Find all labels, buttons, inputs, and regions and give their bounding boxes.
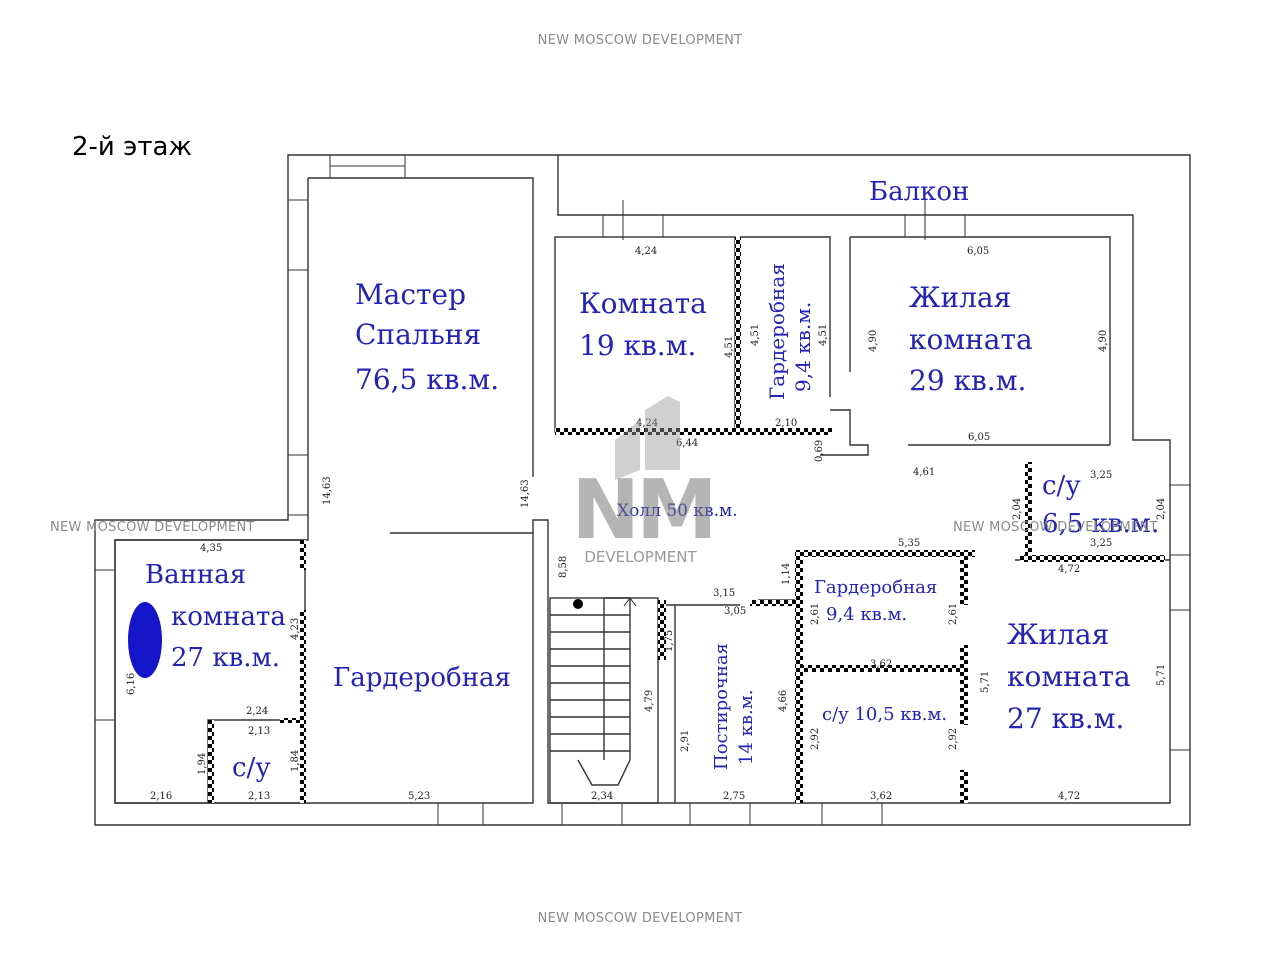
dim-label: 5,23 <box>408 791 430 802</box>
dim-label: 1,75 <box>664 630 675 652</box>
hall-label: Холл 50 кв.м. <box>617 501 738 521</box>
master-label-2: Спальня <box>355 318 481 351</box>
dim-label: 4,72 <box>1058 564 1080 575</box>
laundry-label-1: Постирочная <box>711 643 732 770</box>
living27-label-2: комната <box>1007 660 1131 693</box>
bath-label-3: 27 кв.м. <box>171 643 280 673</box>
master-label-3: 76,5 кв.м. <box>355 363 499 396</box>
dim-label: 3,62 <box>870 659 892 670</box>
living29-label-2: комната <box>909 323 1033 356</box>
dim-label: 3,25 <box>1090 538 1112 549</box>
dim-label: 6,16 <box>126 673 137 695</box>
master-label-1: Мастер <box>355 278 466 311</box>
dimension-labels: 4,24 4,51 4,51 4,51 6,05 4,90 4,90 6,05 … <box>126 246 1167 802</box>
dim-label: 2,61 <box>948 603 959 625</box>
outer-wall <box>94 154 1191 826</box>
living27-label-3: 27 кв.м. <box>1007 702 1124 735</box>
dim-label: 2,16 <box>150 791 172 802</box>
wardrobe-big-label: Гардеробная <box>333 663 511 693</box>
floor-label: 2-й этаж <box>72 132 192 162</box>
living29-label-1: Жилая <box>909 281 1011 314</box>
dim-label: 2,92 <box>948 728 959 750</box>
windows <box>94 154 1191 826</box>
room-labels: Мастер Спальня 76,5 кв.м. Комната 19 кв.… <box>145 177 1159 783</box>
dim-label: 1,94 <box>197 753 208 775</box>
watermark-left: NEW MOSCOW DEVELOPMENT <box>50 520 255 535</box>
dim-label: 2,61 <box>810 603 821 625</box>
dim-label: 2,13 <box>248 726 270 737</box>
logo-building-icon <box>615 396 680 480</box>
dim-label: 1,14 <box>781 563 792 585</box>
balcony-label: Балкон <box>869 177 969 207</box>
dim-label: 4,51 <box>750 324 761 346</box>
dim-label: 4,90 <box>1098 330 1109 352</box>
closet-mid-label-2: 9,4 кв.м. <box>826 604 907 625</box>
dim-label: 2,92 <box>810 728 821 750</box>
closet-top-label-2: 9,4 кв.м. <box>791 302 815 392</box>
dim-label: 2,24 <box>246 706 268 717</box>
dim-label: 4,90 <box>868 330 879 352</box>
wc-small-label: с/у <box>232 753 271 783</box>
stair-arrow-icon <box>623 597 637 612</box>
dim-label: 2,13 <box>248 791 270 802</box>
checkered-walls <box>208 237 1165 803</box>
dim-label: 14,63 <box>520 479 531 508</box>
dim-label: 4,35 <box>200 543 222 554</box>
wc65-label-1: с/у <box>1042 471 1081 501</box>
dim-label: 14,63 <box>322 476 333 505</box>
living27-label-1: Жилая <box>1007 618 1109 651</box>
dim-label: 2,75 <box>723 791 745 802</box>
dim-label: 4,66 <box>778 690 789 712</box>
bathtub-icon <box>128 602 162 678</box>
room19-label-2: 19 кв.м. <box>579 329 696 362</box>
dim-label: 8,58 <box>558 556 569 578</box>
dim-label: 4,72 <box>1058 791 1080 802</box>
laundry-label-2: 14 кв.м. <box>736 690 757 765</box>
staircase <box>549 597 659 804</box>
living29-label-3: 29 кв.м. <box>909 364 1026 397</box>
bath-label-1: Ванная <box>145 560 246 590</box>
closet-top-label-1: Гардеробная <box>765 263 789 400</box>
dim-label: 4,24 <box>635 246 657 257</box>
hall-jog <box>820 409 869 456</box>
dim-label: 4,23 <box>290 618 301 640</box>
dim-label: 2,10 <box>775 418 797 429</box>
dim-label: 0,69 <box>814 440 825 462</box>
closet-mid-label-1: Гардеробная <box>814 577 937 598</box>
wc65-label-2: 6,5 кв.м. <box>1042 509 1159 539</box>
logo-mark: NM <box>571 463 717 558</box>
room19-label-1: Комната <box>579 287 707 320</box>
dim-label: 3,25 <box>1090 470 1112 481</box>
dim-label: 3,62 <box>870 791 892 802</box>
dim-label: 4,24 <box>636 418 658 429</box>
bath-label-2: комната <box>171 602 286 632</box>
dim-label: 4,61 <box>913 467 935 478</box>
dim-label: 5,71 <box>980 671 991 693</box>
dim-label: 2,34 <box>591 791 613 802</box>
watermark-bottom: NEW MOSCOW DEVELOPMENT <box>537 911 743 926</box>
dim-label: 4,51 <box>724 336 735 358</box>
dim-label: 4,79 <box>644 690 655 712</box>
dim-label: 6,05 <box>967 246 989 257</box>
watermark-right: NEW MOSCOW DEVELOPMENT <box>953 520 1158 535</box>
dim-label: 5,71 <box>1156 664 1167 686</box>
logo-subtitle: DEVELOPMENT <box>584 548 697 566</box>
dim-label: 1,84 <box>290 750 301 772</box>
dim-label: 6,05 <box>968 432 990 443</box>
dim-label: 6,44 <box>676 438 698 449</box>
dim-label: 2,04 <box>1156 498 1167 520</box>
stair-start-icon <box>573 599 583 609</box>
dim-label: 5,35 <box>898 538 920 549</box>
dim-label: 3,05 <box>724 606 746 617</box>
watermark-top: NEW MOSCOW DEVELOPMENT <box>537 33 743 48</box>
wc105-label: с/у 10,5 кв.м. <box>822 704 947 725</box>
dim-label: 3,15 <box>713 588 735 599</box>
dim-label: 4,51 <box>818 324 829 346</box>
dim-label: 2,91 <box>680 730 691 752</box>
dim-label: 2,04 <box>1012 498 1023 520</box>
